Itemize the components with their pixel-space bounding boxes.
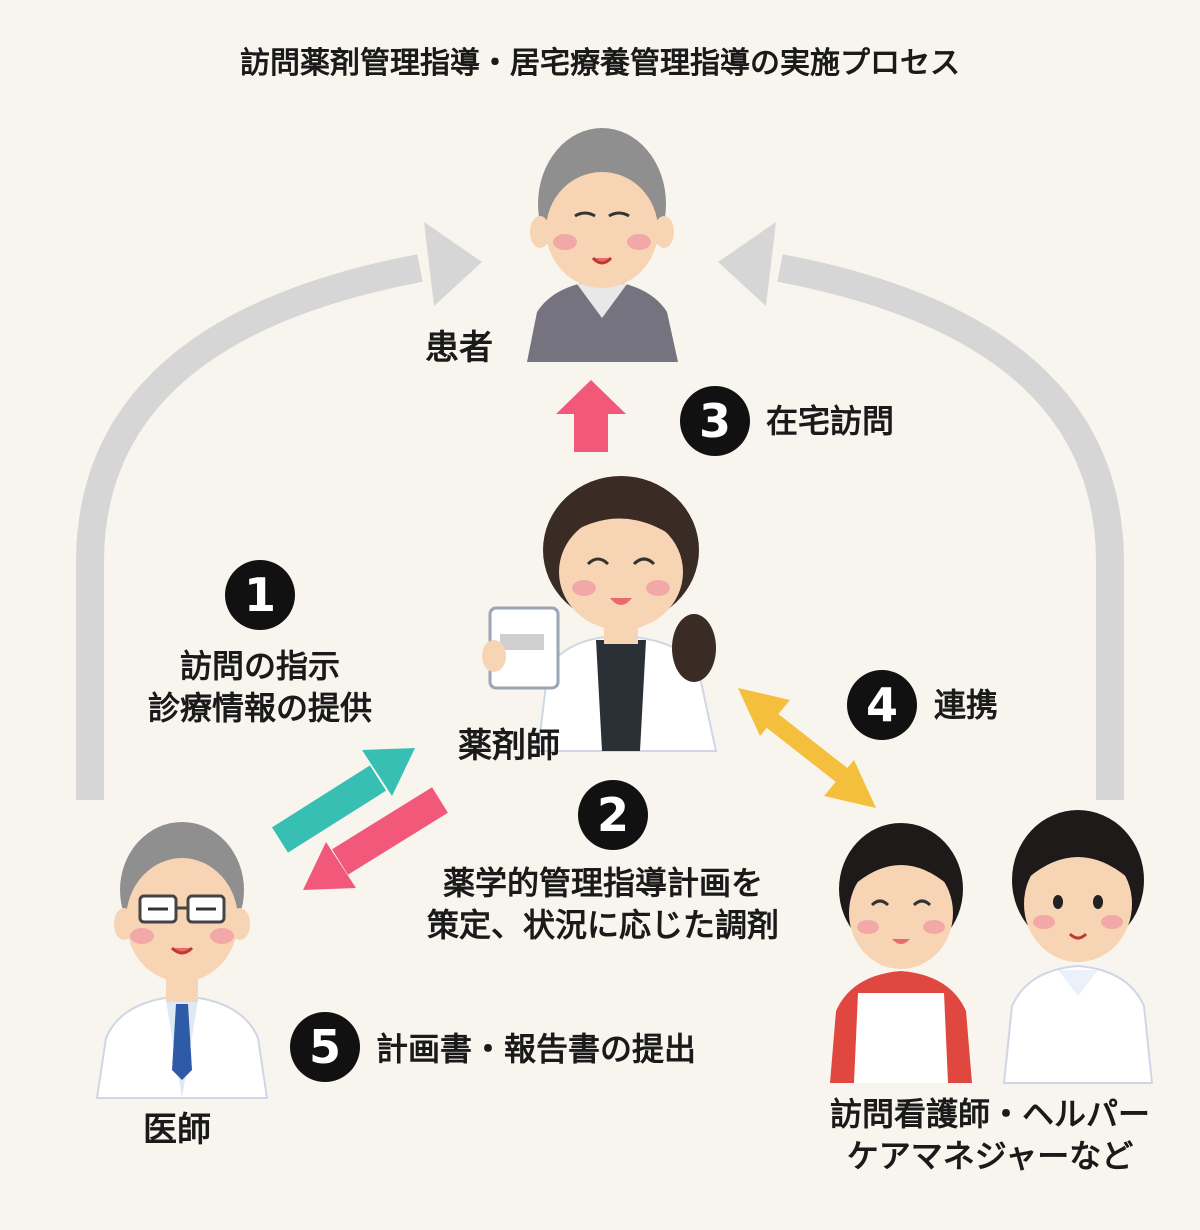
pink-arrow-home-visit — [556, 380, 626, 452]
pharmacist-label: 薬剤師 — [458, 726, 560, 766]
step-3-badge: 3 — [680, 386, 750, 456]
step-4-badge: 4 — [847, 670, 917, 740]
step-2-badge: 2 — [578, 780, 648, 850]
yellow-arrow-collaboration — [738, 688, 876, 808]
step-2-line2: 策定、状況に応じた調剤 — [426, 906, 779, 945]
care-team-label-line2: ケアマネジャーなど — [846, 1137, 1134, 1176]
step-5-label: 計画書・報告書の提出 — [376, 1030, 697, 1068]
care-team-label: 訪問看護師・ヘルパー ケアマネジャーなど — [800, 1093, 1180, 1177]
step-2-line1: 薬学的管理指導計画を — [442, 864, 763, 902]
patient-illustration — [527, 128, 678, 362]
step-1-line2: 診療情報の提供 — [147, 689, 372, 728]
step-3-label: 在宅訪問 — [766, 402, 895, 440]
step-5-badge: 5 — [290, 1012, 360, 1082]
gray-arrowhead-right — [718, 222, 776, 306]
gray-arrow-careteam-to-patient — [777, 254, 1124, 800]
step-1-badge: 1 — [225, 560, 295, 630]
step-4-label: 連携 — [934, 686, 999, 724]
care-team-label-line1: 訪問看護師・ヘルパー — [829, 1095, 1150, 1133]
teal-arrow-doctor-to-pharmacist — [271, 748, 415, 853]
diagram-title: 訪問薬剤管理指導・居宅療養管理指導の実施プロセス — [240, 46, 960, 81]
gray-arrow-doctor-to-patient — [76, 254, 423, 800]
doctor-label: 医師 — [143, 1110, 211, 1150]
step-2-text: 薬学的管理指導計画を 策定、状況に応じた調剤 — [393, 862, 813, 946]
pharmacist-illustration — [482, 476, 718, 752]
step-1-text: 訪問の指示 診療情報の提供 — [100, 645, 420, 729]
helper-illustration — [1002, 810, 1154, 1084]
patient-label: 患者 — [425, 328, 493, 368]
step-1-line1: 訪問の指示 — [179, 647, 340, 685]
nurse-illustration — [830, 823, 972, 1083]
doctor-illustration — [95, 822, 269, 1099]
pink-arrow-pharmacist-to-doctor — [303, 787, 448, 890]
gray-arrowhead-left — [424, 222, 482, 306]
